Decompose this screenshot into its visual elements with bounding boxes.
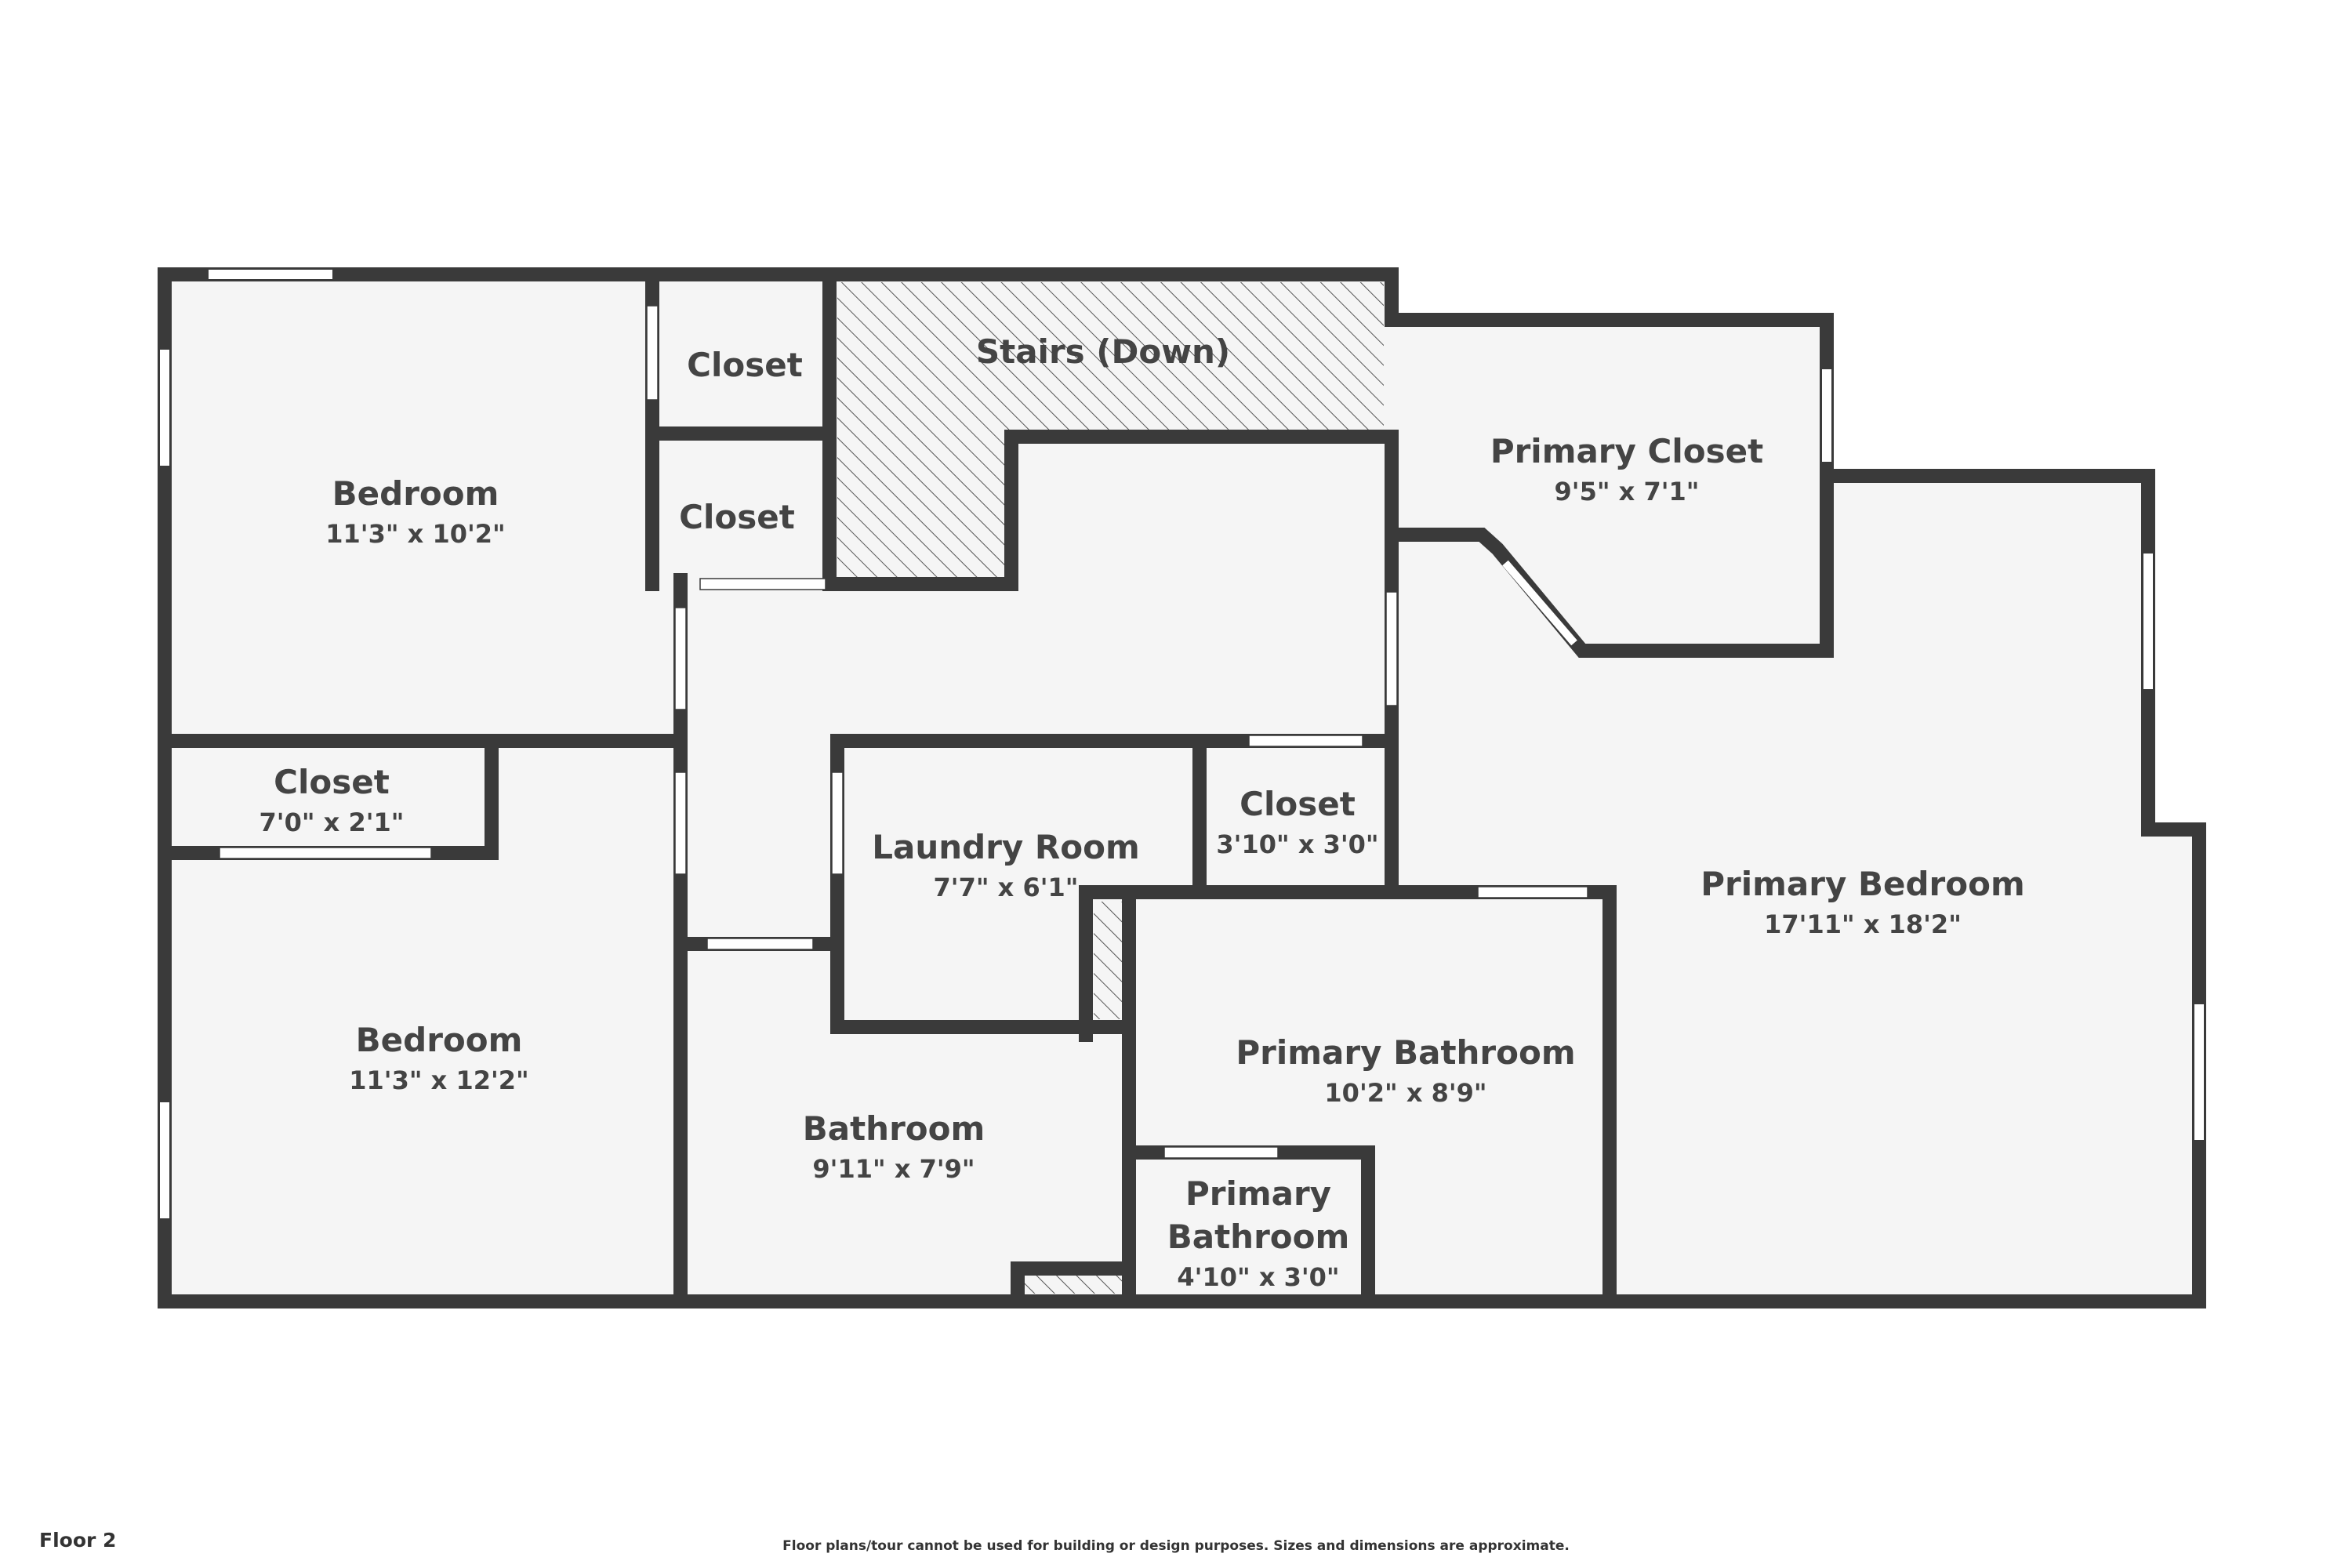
room-bedroom-1-name: Bedroom bbox=[332, 474, 499, 513]
room-primary-bedroom-name: Primary Bedroom bbox=[1700, 865, 2024, 903]
room-primary-bathroom-dims: 10'2" x 8'9" bbox=[1324, 1078, 1486, 1108]
room-primary-bedroom-dims: 17'11" x 18'2" bbox=[1764, 909, 1962, 939]
room-primary-closet-dims: 9'5" x 7'1" bbox=[1555, 477, 1700, 506]
room-stairs-name: Stairs (Down) bbox=[976, 332, 1230, 371]
doorways bbox=[219, 305, 1588, 1159]
room-primary-bathroom-small-name-2: Bathroom bbox=[1167, 1218, 1350, 1256]
room-bedroom-2-dims: 11'3" x 12'2" bbox=[349, 1065, 528, 1095]
room-bedroom-1-dims: 11'3" x 10'2" bbox=[325, 519, 505, 549]
room-primary-closet-name: Primary Closet bbox=[1490, 432, 1763, 470]
room-closet-3-dims: 7'0" x 2'1" bbox=[260, 808, 405, 837]
room-bathroom-dims: 9'11" x 7'9" bbox=[812, 1154, 975, 1184]
room-closet-4-name: Closet bbox=[1240, 785, 1356, 823]
room-bedroom-2-name: Bedroom bbox=[356, 1021, 523, 1059]
room-closet-3-name: Closet bbox=[274, 763, 390, 801]
room-bathroom-name: Bathroom bbox=[803, 1109, 985, 1148]
room-primary-bathroom-small-dims: 4'10" x 3'0" bbox=[1177, 1262, 1339, 1292]
floor-area bbox=[165, 274, 2199, 1301]
windows bbox=[158, 268, 2205, 1220]
chase-hatch bbox=[1094, 902, 1127, 1019]
bathroom-hatch bbox=[1018, 1274, 1127, 1294]
room-primary-bathroom-small-name-1: Primary bbox=[1185, 1174, 1331, 1213]
room-closet-2-name: Closet bbox=[679, 498, 795, 536]
room-closet-4-dims: 3'10" x 3'0" bbox=[1216, 829, 1378, 859]
room-laundry-name: Laundry Room bbox=[872, 828, 1140, 866]
room-closet-1-name: Closet bbox=[687, 346, 803, 384]
primary-closet-door[interactable] bbox=[1502, 560, 1577, 646]
room-laundry-dims: 7'7" x 6'1" bbox=[934, 873, 1079, 902]
disclaimer: Floor plans/tour cannot be used for buil… bbox=[782, 1538, 1570, 1554]
floor-label: Floor 2 bbox=[39, 1529, 117, 1552]
room-primary-bathroom-name: Primary Bathroom bbox=[1236, 1033, 1575, 1072]
